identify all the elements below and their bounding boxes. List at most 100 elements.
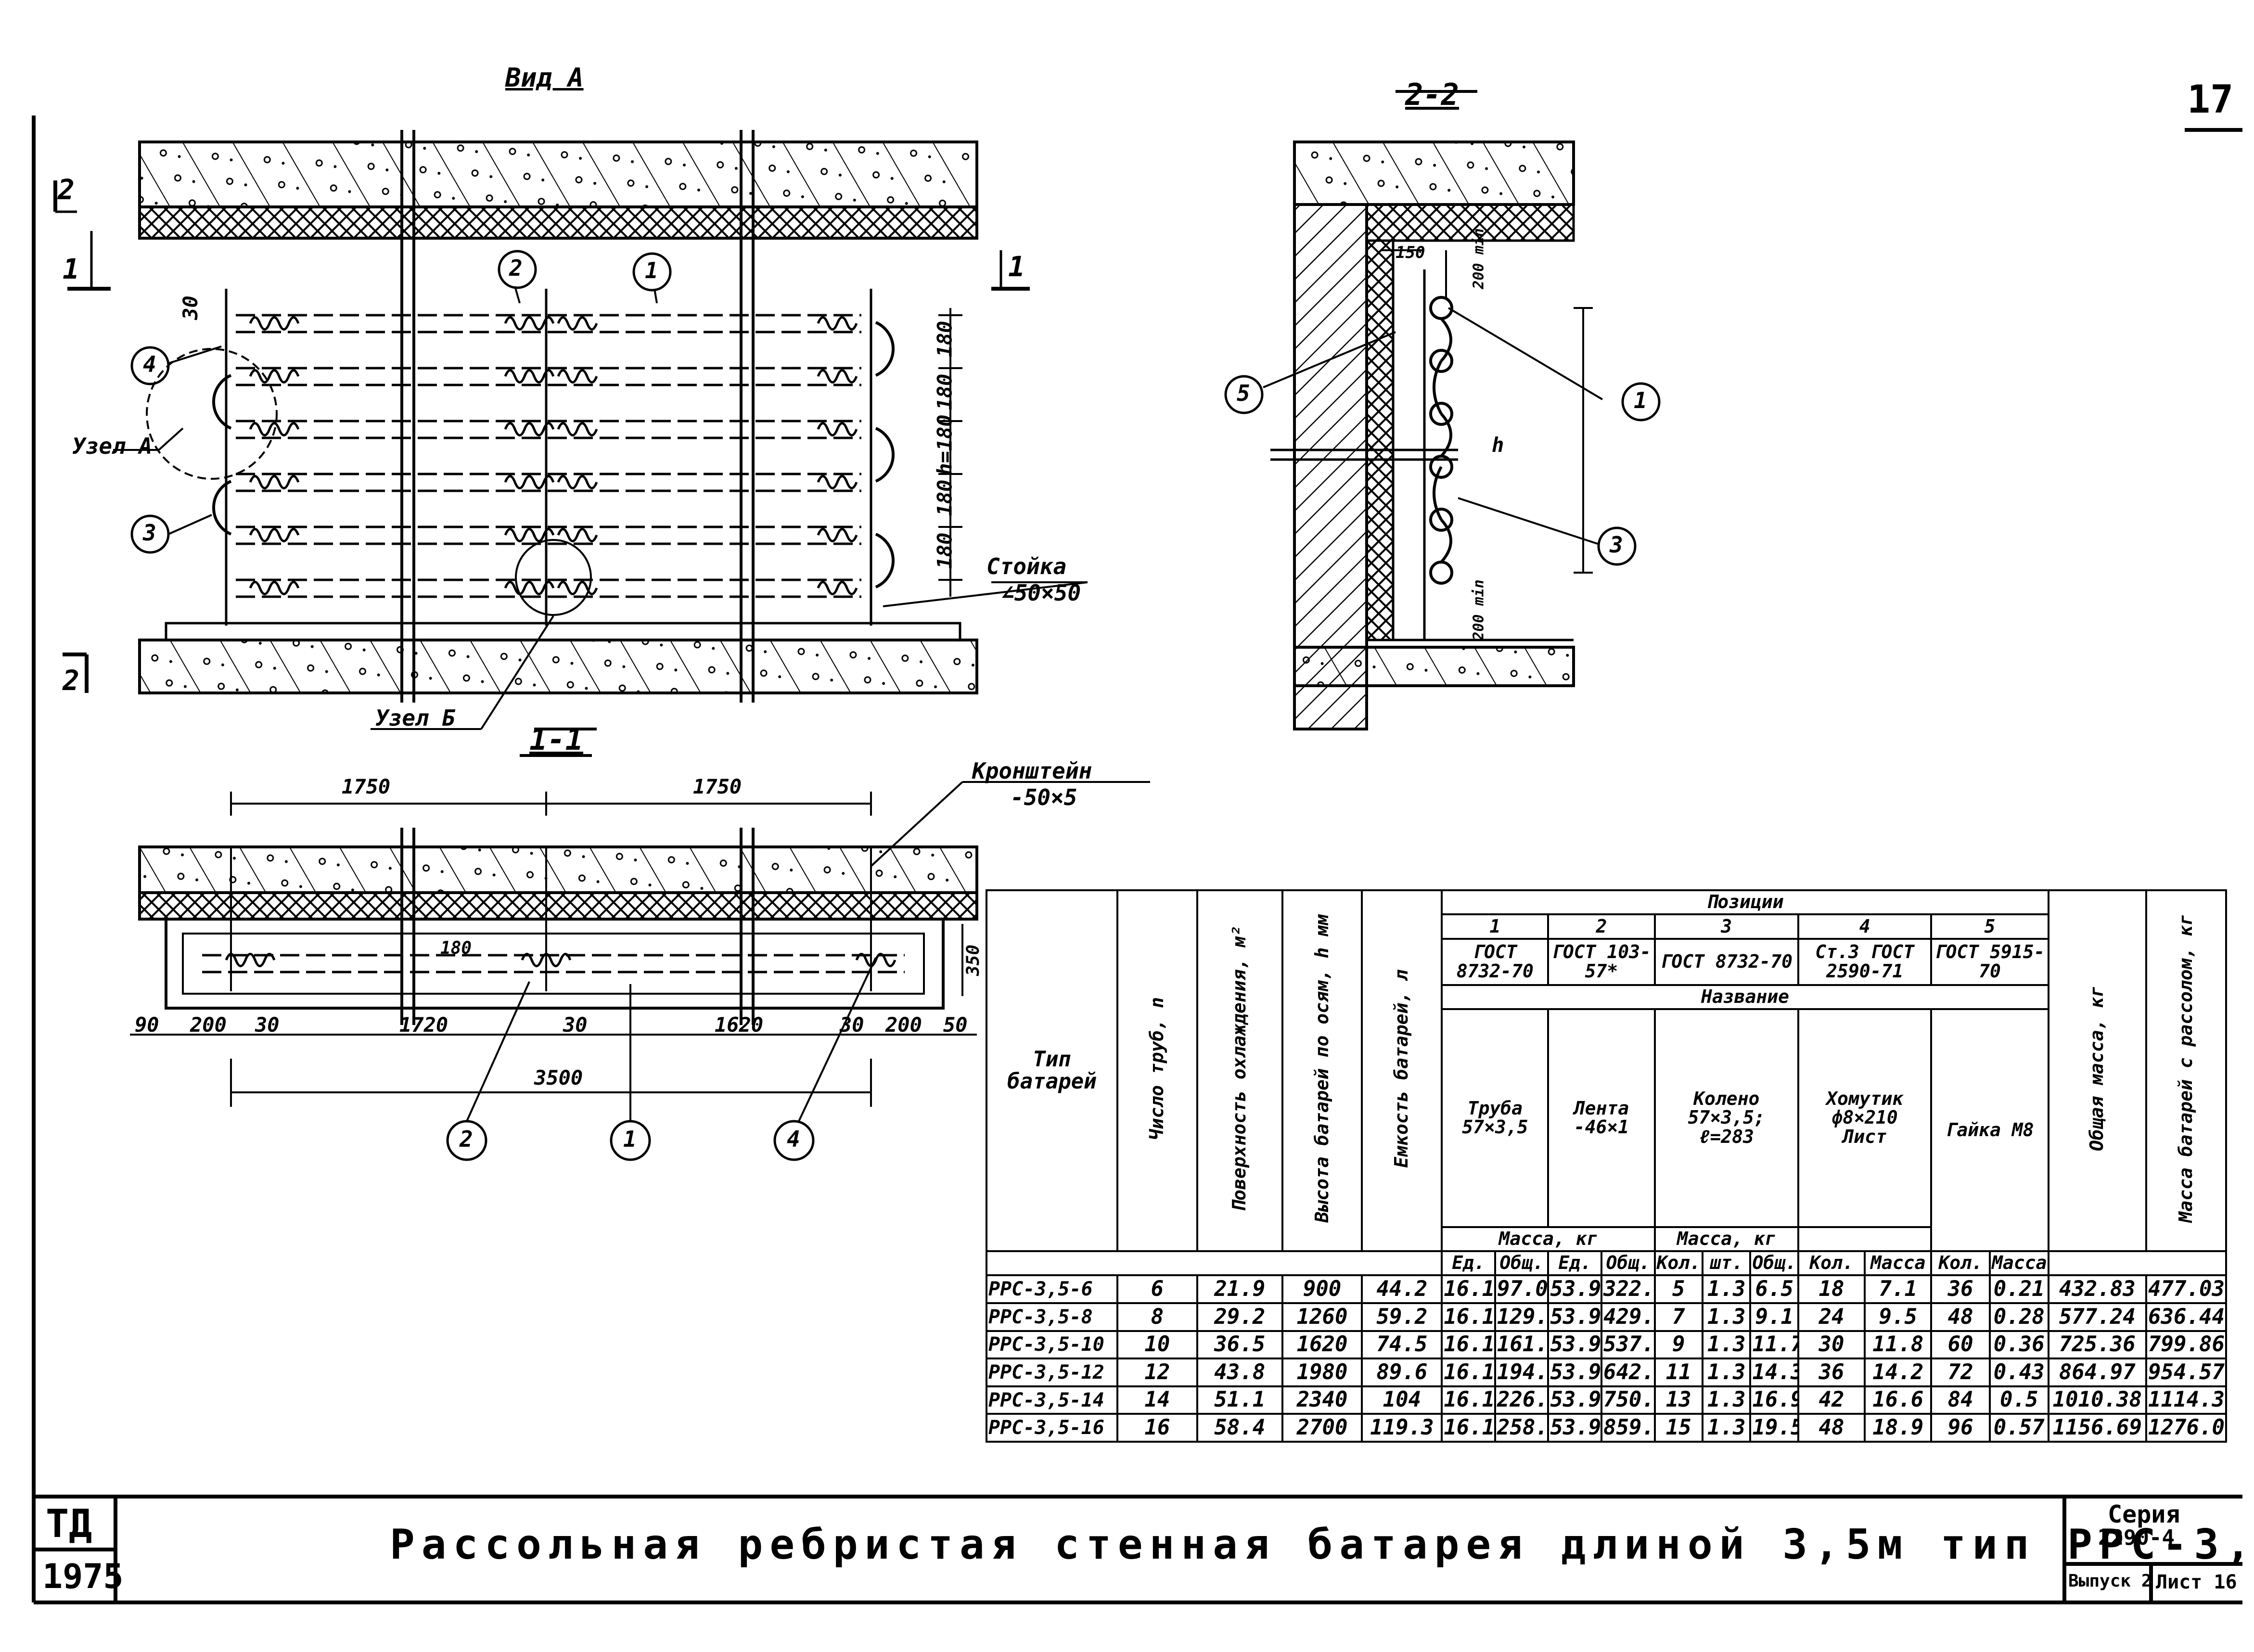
pos-3-standard: ГОСТ 8732-70: [1653, 937, 1799, 986]
cut-mark-1-right: 1: [1008, 250, 1025, 283]
table-cell: 53.98: [1547, 1385, 1602, 1415]
header-type: Тип батарей: [986, 889, 1118, 1253]
pos-5-name: Гайка М8: [1930, 1008, 2049, 1253]
table-cell: 1.3: [1701, 1274, 1752, 1304]
table-cell: 477.03: [2145, 1274, 2227, 1304]
col-mass-5: Масса: [1988, 1250, 2049, 1277]
cut-mark-1-left: 1: [63, 253, 79, 285]
header-name: Название: [1441, 984, 2049, 1011]
position-mark-4: 4: [143, 351, 156, 377]
table-cell: 8: [1116, 1302, 1198, 1332]
table-cell: 642.0: [1600, 1357, 1656, 1387]
pos-3-number: 3: [1653, 913, 1799, 940]
table-cell: 53.98: [1547, 1357, 1602, 1387]
table-cell: 14.2: [1864, 1357, 1933, 1387]
dim-200min-bottom: 200 min: [1470, 579, 1487, 640]
table-cell: 7.1: [1864, 1274, 1933, 1304]
table-cell: 9.1: [1749, 1302, 1799, 1332]
col-unit-1: Ед.: [1441, 1250, 1496, 1277]
table-cell: 16.6: [1864, 1385, 1933, 1415]
cut-mark-2-top: 2: [58, 173, 75, 206]
table-cell: 44.2: [1361, 1274, 1443, 1304]
position-mark-1: 1: [645, 257, 658, 283]
section-1-1: [130, 728, 1150, 1122]
sheet-number: 17: [2187, 77, 2234, 122]
battery-type-cell: РРС-3,5-14: [986, 1385, 1118, 1415]
dim-30-left: 30: [255, 1013, 280, 1037]
table-cell: 59.2: [1361, 1302, 1443, 1332]
table-cell: 16.17: [1441, 1385, 1496, 1415]
table-row: РРС-3,5-161658.42700119.316.17258.7253.9…: [986, 1413, 2227, 1443]
table-cell: 13: [1653, 1385, 1703, 1415]
table-cell: 161.7: [1494, 1330, 1550, 1360]
dim-50: 50: [943, 1013, 968, 1037]
table-cell: 1.3: [1701, 1302, 1752, 1332]
table-cell: 14: [1116, 1385, 1198, 1415]
battery-type-cell: РРС-3,5-8: [986, 1302, 1118, 1332]
table-cell: 0.36: [1988, 1330, 2049, 1360]
pos-1-name: Труба 57×3,5: [1441, 1008, 1550, 1228]
table-cell: 1620: [1281, 1330, 1363, 1360]
header-tube-count: Число труб, n: [1116, 889, 1198, 1253]
table-cell: 900: [1281, 1274, 1363, 1304]
table-cell: 16.17: [1441, 1274, 1496, 1304]
dim-180-3: 180: [933, 479, 957, 516]
pos-2-standard: ГОСТ 103-57*: [1547, 937, 1656, 986]
pos-5-number: 5: [1930, 913, 2049, 940]
table-cell: 1156.69: [2047, 1413, 2148, 1443]
dim-180-2: 180: [933, 373, 957, 410]
dim-1720: 1720: [399, 1013, 448, 1037]
position-mark-2: 2: [509, 255, 523, 281]
position-mark-3: 3: [143, 520, 156, 546]
header-cooling-surface: Поверхность охлаждения, м²: [1196, 889, 1283, 1253]
dim-200-right: 200: [885, 1013, 922, 1037]
battery-type-cell: РРС-3,5-6: [986, 1274, 1118, 1304]
table-cell: 19.5: [1749, 1413, 1799, 1443]
header-blank-right: [2047, 1250, 2228, 1277]
section-2-2: [1263, 90, 1603, 730]
header-mass-with-brine: Масса батарей с рассолом, кг: [2145, 889, 2227, 1253]
col-mass-4: Масса: [1864, 1250, 1933, 1277]
table-cell: 6: [1116, 1274, 1198, 1304]
pos-5-standard: ГОСТ 5915-70: [1930, 937, 2049, 986]
header-battery-height: Высота батарей по осям, h мм: [1281, 889, 1363, 1253]
dim-30-view: 30: [178, 295, 202, 320]
specification-table: Тип батарей Число труб, n Поверхность ох…: [985, 889, 2228, 1443]
table-cell: 16.17: [1441, 1302, 1496, 1332]
table-row: РРС-3,5-141451.1234010416.17226.3853.987…: [986, 1385, 2227, 1415]
dim-90: 90: [135, 1013, 159, 1037]
header-blank: [985, 1250, 1443, 1277]
table-row: РРС-3,5-6621.990044.216.1797.0253.98322.…: [986, 1274, 2227, 1304]
col-total-1: Общ.: [1494, 1250, 1550, 1277]
table-cell: 1010.38: [2047, 1385, 2148, 1415]
dim-350: 350: [963, 944, 984, 976]
section-2-2-caption: 2-2: [1405, 77, 1459, 112]
pos-1-standard: ГОСТ 8732-70: [1441, 937, 1550, 986]
table-cell: 97.02: [1494, 1274, 1550, 1304]
table-cell: 864.97: [2047, 1357, 2148, 1387]
table-cell: 21.9: [1196, 1274, 1283, 1304]
table-cell: 18.9: [1864, 1413, 1933, 1443]
table-cell: 322.0: [1600, 1274, 1656, 1304]
table-cell: 0.5: [1988, 1385, 2049, 1415]
table-cell: 96: [1930, 1413, 1991, 1443]
table-cell: 53.98: [1547, 1302, 1602, 1332]
bracket-size: -50×5: [1011, 784, 1077, 810]
table-cell: 2700: [1281, 1413, 1363, 1443]
dim-1750-left: 1750: [342, 775, 391, 798]
table-cell: 9.5: [1864, 1302, 1933, 1332]
table-cell: 1276.0: [2145, 1413, 2227, 1443]
view-a: [53, 130, 1088, 730]
table-cell: 16: [1116, 1413, 1198, 1443]
pos-4-standard: Ст.3 ГОСТ 2590-71: [1797, 937, 1933, 986]
header-mass-kg: Масса, кг: [1441, 1226, 1656, 1253]
sheet-frame: [32, 115, 2242, 1604]
table-cell: 0.21: [1988, 1274, 2049, 1304]
position-mark-2-bottom: 2: [460, 1126, 473, 1152]
dim-150: 150: [1396, 243, 1425, 262]
table-cell: 799.86: [2145, 1330, 2227, 1360]
table-cell: 1.3: [1701, 1385, 1752, 1415]
dim-30-right: 30: [840, 1013, 864, 1037]
table-cell: 29.2: [1196, 1302, 1283, 1332]
table-cell: 16.17: [1441, 1413, 1496, 1443]
